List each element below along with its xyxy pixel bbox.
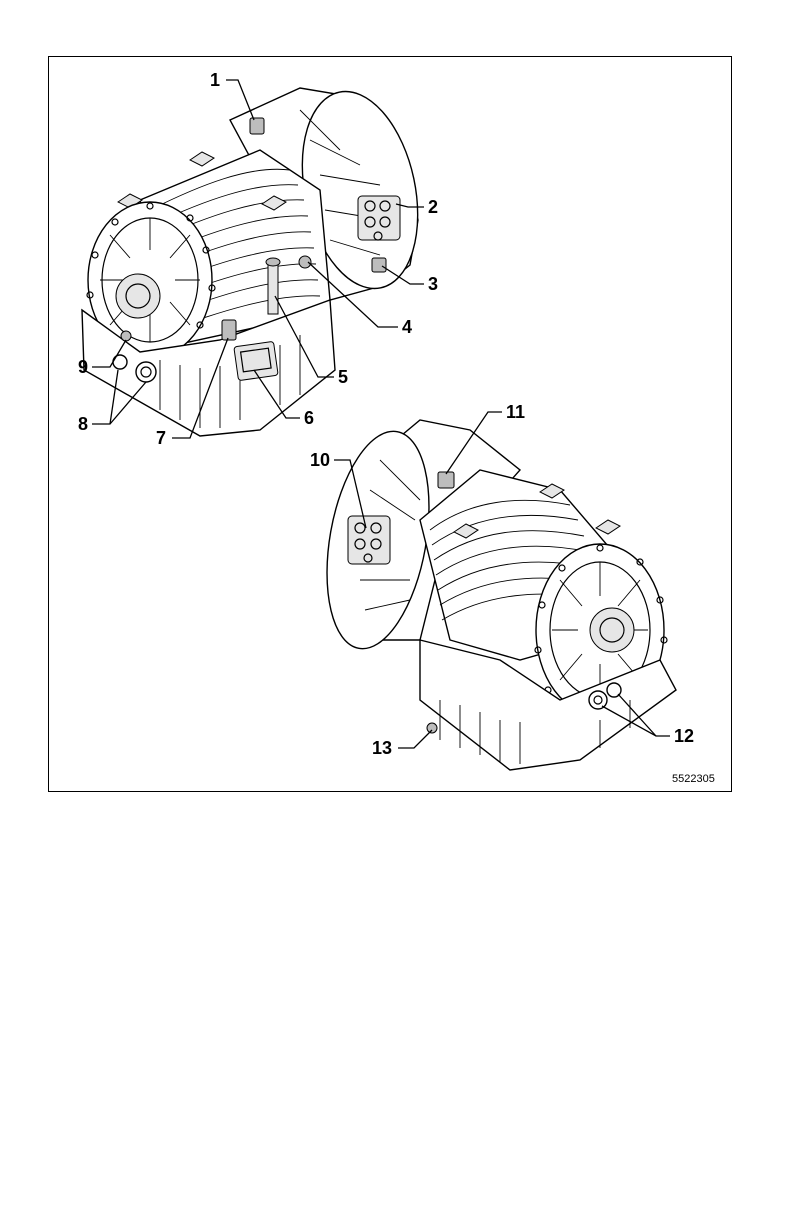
transmission-view-lower [312, 420, 676, 770]
callout-11: 11 [506, 402, 525, 422]
callout-13: 13 [372, 738, 392, 758]
callout-5: 5 [338, 367, 348, 387]
callout-9: 9 [78, 357, 88, 377]
callout-1: 1 [210, 70, 220, 90]
callout-3: 3 [428, 274, 438, 294]
callout-12: 12 [674, 726, 694, 746]
callout-2: 2 [428, 197, 438, 217]
figure-id: 5522305 [672, 773, 715, 785]
callout-6: 6 [304, 408, 314, 428]
transmission-view-upper [82, 81, 435, 436]
callout-8: 8 [78, 414, 88, 434]
callout-7: 7 [156, 428, 166, 448]
callout-4: 4 [402, 317, 412, 337]
callout-10: 10 [310, 450, 330, 470]
